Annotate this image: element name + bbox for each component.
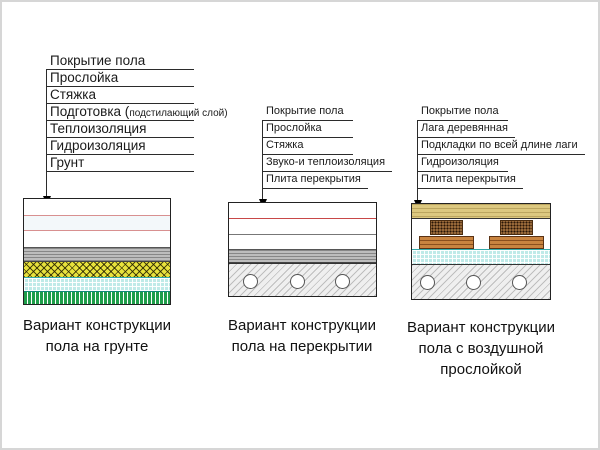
layer-label: Теплоизоляция xyxy=(50,121,147,136)
layer-label: Подкладки по всей длине лаги xyxy=(421,139,578,151)
layer-label: Плита перекрытия xyxy=(266,173,361,185)
layer-screed xyxy=(229,235,376,249)
label-row: Плита перекрытия xyxy=(417,172,523,189)
layer-label: Покрытие пола xyxy=(50,53,146,68)
layer-preparation xyxy=(24,247,170,262)
labels-floor-on-slab: Покрытие пола Прослойка Стяжка Звуко-и т… xyxy=(262,104,393,189)
layer-floor-covering xyxy=(412,204,550,219)
leader-line xyxy=(46,69,47,197)
joist-pad xyxy=(489,236,544,249)
leader-line xyxy=(262,120,263,200)
layer-label-note: подстилающий слой) xyxy=(129,108,228,119)
layer-label: Гидроизоляция xyxy=(421,156,499,168)
label-row: Подготовка (подстилающий слой) xyxy=(46,104,228,121)
layer-interlayer xyxy=(24,216,170,231)
layer-label: Стяжка xyxy=(50,87,96,102)
joist-assembly xyxy=(419,220,474,249)
wooden-joist xyxy=(500,220,533,235)
layer-floor-covering xyxy=(24,199,170,216)
layer-label: Грунт xyxy=(50,155,85,170)
label-row: Грунт xyxy=(46,155,194,172)
label-row: Подкладки по всей длине лаги xyxy=(417,138,585,155)
layer-label: Лага деревянная xyxy=(421,122,508,134)
label-row: Покрытие пола xyxy=(417,104,508,121)
layer-interlayer xyxy=(229,219,376,235)
label-row: Гидроизоляция xyxy=(46,138,194,155)
label-row: Прослойка xyxy=(46,70,194,87)
label-row: Стяжка xyxy=(46,87,194,104)
label-row: Прослойка xyxy=(262,121,353,138)
layer-slab xyxy=(229,263,376,296)
layer-label: Прослойка xyxy=(266,122,322,134)
layer-sound-thermal-insulation xyxy=(229,249,376,263)
layer-label: Плита перекрытия xyxy=(421,173,516,185)
label-row: Звуко-и теплоизоляция xyxy=(262,155,393,172)
caption-floor-on-slab: Вариант конструкции пола на перекрытии xyxy=(227,317,377,355)
layer-label: Стяжка xyxy=(266,139,304,151)
layer-label: Прослойка xyxy=(50,70,119,85)
slab-void xyxy=(290,274,305,289)
slab-void xyxy=(243,274,258,289)
diagram-floor-on-ground xyxy=(23,198,171,305)
label-row: Теплоизоляция xyxy=(46,121,194,138)
layer-slab xyxy=(412,264,550,299)
slab-void xyxy=(512,275,527,290)
caption-floor-with-air-gap: Вариант конструкции пола с воздушной про… xyxy=(406,319,556,378)
label-row: Лага деревянная xyxy=(417,121,515,138)
layer-floor-covering xyxy=(229,203,376,219)
caption-floor-on-ground: Вариант конструкции пола на грунте xyxy=(22,317,172,355)
slab-void xyxy=(466,275,481,290)
layer-label: Покрытие пола xyxy=(421,105,499,117)
labels-floor-on-ground: Покрытие пола Прослойка Стяжка Подготовк… xyxy=(46,53,228,172)
label-row: Гидроизоляция xyxy=(417,155,508,172)
diagram-floor-on-slab xyxy=(228,202,377,297)
layer-label: Звуко-и теплоизоляция xyxy=(266,156,386,168)
label-row: Покрытие пола xyxy=(262,104,353,121)
layer-label: Гидроизоляция xyxy=(50,138,146,153)
diagram-floor-with-air-gap xyxy=(411,203,551,300)
layer-thermal-insulation xyxy=(24,262,170,277)
layer-air-gap xyxy=(412,219,550,249)
wooden-joist xyxy=(430,220,463,235)
label-row: Стяжка xyxy=(262,138,353,155)
layer-label: Подготовка ( xyxy=(50,104,130,119)
label-row: Плита перекрытия xyxy=(262,172,368,189)
leader-line xyxy=(417,120,418,201)
joist-pad xyxy=(419,236,474,249)
joist-assembly xyxy=(489,220,544,249)
layer-screed xyxy=(24,231,170,247)
layer-label: Покрытие пола xyxy=(266,105,344,117)
layer-soil xyxy=(24,291,170,304)
slab-void xyxy=(420,275,435,290)
slab-void xyxy=(335,274,350,289)
label-row: Покрытие пола xyxy=(46,53,194,70)
labels-floor-with-air-gap: Покрытие пола Лага деревянная Подкладки … xyxy=(417,104,585,189)
layer-waterproofing xyxy=(412,249,550,264)
layer-waterproofing xyxy=(24,277,170,291)
